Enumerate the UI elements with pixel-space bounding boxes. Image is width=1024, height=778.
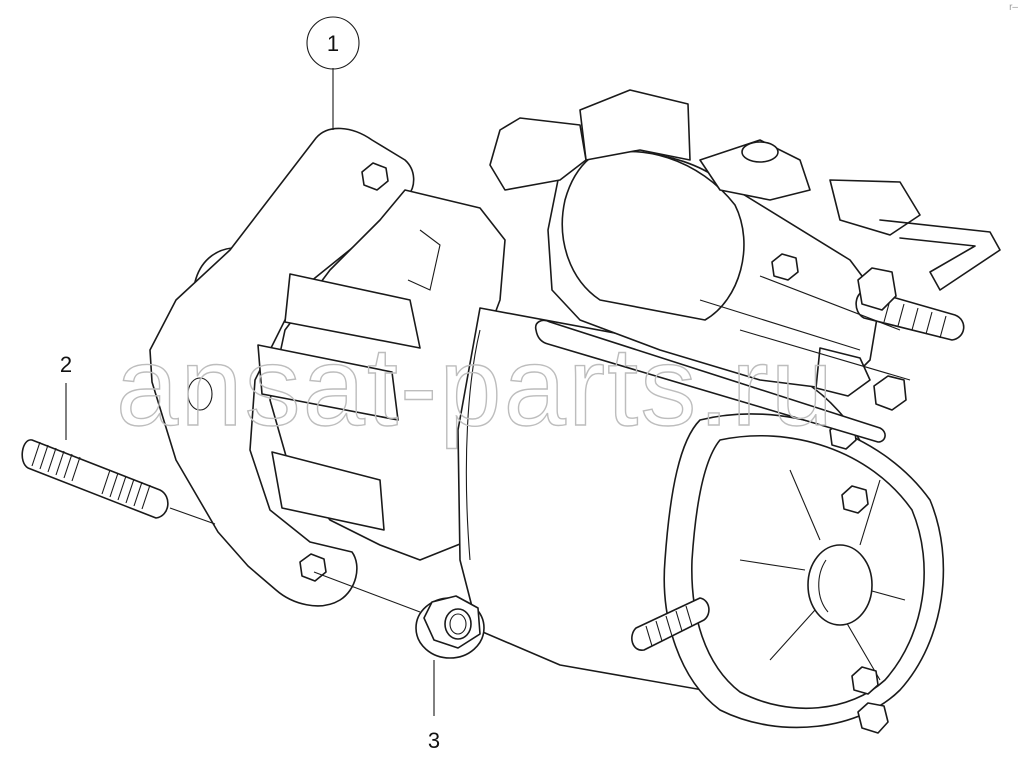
callout-3-label: 3 xyxy=(428,728,440,753)
leader-lines xyxy=(65,68,435,716)
starter-motor-drawing xyxy=(149,89,1001,734)
corner-mark: r– xyxy=(1009,2,1018,13)
threaded-stud-drawing xyxy=(21,439,169,519)
callout-2-label: 2 xyxy=(60,352,72,377)
flange-nut-drawing xyxy=(415,595,485,659)
callout-1-label: 1 xyxy=(327,31,339,56)
watermark-text: ansat-parts.ru xyxy=(116,324,835,449)
callout-2: 2 xyxy=(60,352,72,377)
callout-1: 1 xyxy=(306,16,360,70)
callout-3: 3 xyxy=(428,728,440,753)
